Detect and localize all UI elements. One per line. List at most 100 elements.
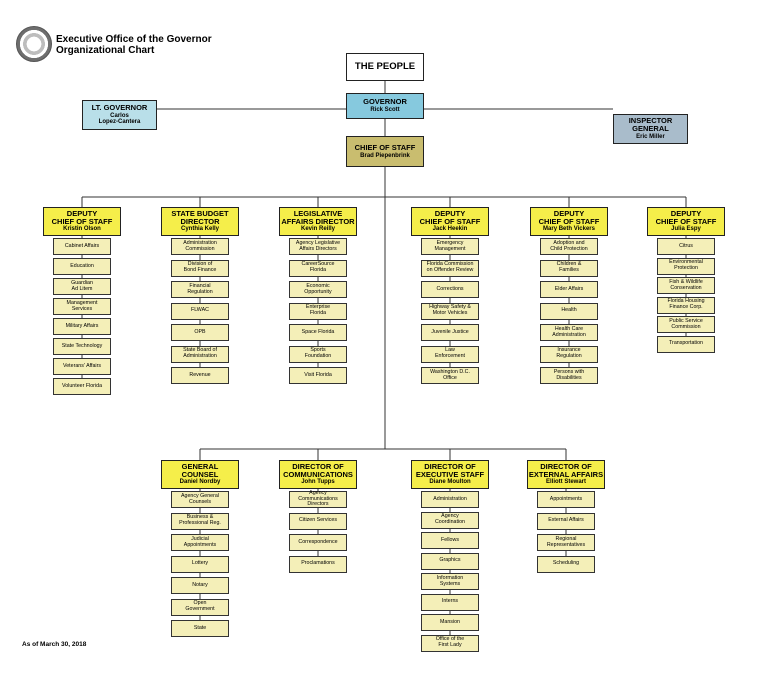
division-item: Highway Safety &Motor Vehicles (421, 302, 479, 320)
division-title-line: DIRECTOR (180, 217, 220, 227)
division-item-text: Mansion (439, 618, 461, 625)
division-item: Graphics (421, 552, 479, 570)
division-item-text: Child Protection (550, 245, 588, 252)
division-item-text: Business & (186, 514, 214, 521)
division-head-name: Jack Heekin (432, 226, 468, 233)
division-item-text: Highway Safety & (429, 304, 471, 311)
division-title-line: LEGISLATIVE (293, 209, 343, 219)
division-item-text: Economic (306, 282, 330, 289)
division-item-text: Florida Housing (667, 298, 705, 305)
division-item-text: Administration (552, 331, 586, 338)
division-head-name: Elliott Stewart (545, 479, 586, 486)
division-item-text: Elder Affairs (554, 285, 584, 292)
division-item-text: Volunteer Florida (61, 382, 103, 389)
division-title-line: DIRECTOR OF (292, 462, 344, 472)
division-item: Scheduling (537, 555, 595, 573)
division-item-text: Division of (187, 261, 213, 268)
division-item-text: Insurance (557, 347, 581, 354)
division-item: Education (53, 258, 111, 275)
division-item-text: State Technology (61, 342, 103, 349)
division-head-name: Daniel Nordby (179, 479, 221, 486)
inspector-general-name: Eric Miller (636, 134, 665, 141)
division-item: Correspondence (289, 534, 347, 551)
division-item-text: Appointments (183, 541, 217, 548)
division-item-text: Disabilities (556, 374, 582, 381)
division-item-text: Administration (433, 495, 467, 502)
division-title-line: DIRECTOR OF (540, 462, 592, 472)
inspector-general-title-1: INSPECTOR (628, 116, 673, 126)
division-item-text: Agency General (181, 492, 219, 499)
division-item: Visit Florida (289, 367, 347, 384)
division-item-text: Revenue (189, 371, 211, 378)
division-item-text: Professional Reg. (179, 520, 221, 526)
division-item: External Affairs (537, 512, 595, 530)
division-item-text: Interns (441, 598, 459, 605)
division-item-text: Financial (189, 282, 211, 289)
division-item: Lottery (171, 555, 229, 573)
division-item: Washington D.C.Office (421, 367, 479, 384)
lt-governor-title: LT. GOVERNOR (91, 103, 148, 113)
division-item: Space Florida (289, 324, 347, 341)
division-head-name: Julia Espy (671, 226, 701, 233)
division-item-text: Florida (309, 267, 327, 273)
division-item-text: Conservation (670, 284, 702, 291)
lt-governor-name-2: Lopez-Cantera (98, 119, 141, 126)
division-item: State (171, 620, 229, 637)
division-item-text: Office (443, 374, 457, 381)
the-people-label: THE PEOPLE (354, 61, 416, 73)
division-item-text: Information (436, 574, 464, 581)
division-item-text: Public Service (669, 317, 703, 324)
division-item-text: Graphics (439, 557, 461, 564)
division-item-text: Lottery (191, 560, 209, 567)
chart-title: Executive Office of the Governor Organiz… (56, 34, 212, 56)
division-item-text: Scheduling (552, 560, 580, 567)
division-item: Health (540, 302, 598, 320)
division-item: Mansion (421, 614, 479, 631)
division-head-name: Diane Moulton (429, 479, 471, 486)
division-title-line: GENERAL (181, 462, 219, 472)
division-title-line: STATE BUDGET (171, 209, 229, 219)
division-item-text: Correspondence (298, 538, 338, 545)
governor-title: GOVERNOR (363, 97, 407, 107)
division-item: FLWAC (171, 302, 229, 320)
division-item-text: Fish & Wildlife (669, 278, 703, 285)
division-title-line: DEPUTY (670, 209, 702, 219)
division-item-text: Washington D.C. (430, 368, 470, 375)
governor-box: GOVERNOR Rick Scott (346, 93, 424, 119)
division-item-text: CareerSource (301, 261, 335, 268)
division-title-line: DEPUTY (553, 209, 585, 219)
division-item-text: Finance Corp. (669, 304, 703, 310)
division-title-line: EXECUTIVE STAFF (415, 470, 485, 480)
division-item-text: Foundation (304, 353, 332, 359)
division-item-text: Agency (441, 513, 459, 520)
division-item-text: Education (70, 262, 94, 269)
lt-governor-name-1: Carlos (110, 113, 129, 120)
division-item-text: Bond Finance (183, 267, 217, 273)
division-title-line: COMMUNICATIONS (283, 470, 353, 480)
division-item-text: Corrections (436, 285, 464, 292)
division-title-line: AFFAIRS DIRECTOR (281, 217, 355, 227)
division-item-text: Communications (298, 495, 338, 502)
division-item-text: Management (66, 299, 98, 306)
chief-of-staff-title: CHIEF OF STAFF (354, 142, 416, 152)
division-item-text: Office of the (435, 636, 465, 643)
division-item: Elder Affairs (540, 281, 598, 298)
division-head-name: Kristin Olson (63, 226, 101, 233)
division-item: Juvenile Justice (421, 324, 479, 341)
